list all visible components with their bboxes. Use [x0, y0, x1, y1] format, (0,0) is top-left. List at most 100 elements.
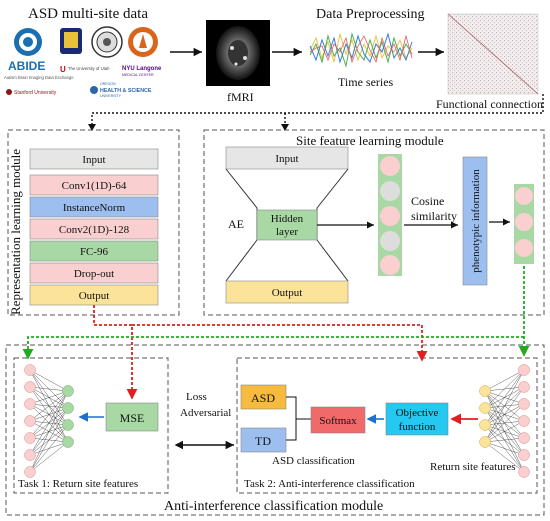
- site-feature-node: [380, 206, 400, 226]
- output-node: [62, 436, 74, 448]
- ae-label: AE: [228, 217, 244, 231]
- input-node: [24, 381, 36, 393]
- task2-input-node: [479, 402, 491, 414]
- layer-fc-label: FC-96: [80, 246, 109, 258]
- layer-fc-box: [29, 240, 159, 262]
- objective-label-line1: Objective: [396, 407, 439, 419]
- softmax-label: Softmax: [319, 415, 357, 427]
- site-features-to-task1-green-connector: [22, 336, 524, 360]
- ae-output-box: [225, 280, 349, 304]
- task2-output-node: [518, 398, 530, 410]
- returned-feature-column: [514, 184, 534, 264]
- utah-logo: U The University of Utah: [60, 65, 110, 74]
- cosine-label-line1: Cosine: [411, 194, 444, 208]
- multisite-title: ASD multi-site data: [28, 6, 148, 22]
- fc-to-modules-connector: [91, 94, 544, 126]
- abide-logo: ABIDE Autism Brain Imaging Data Exchange: [4, 28, 74, 80]
- task2-output-node: [518, 364, 530, 376]
- ae-output-label: Output: [272, 287, 303, 299]
- layer-conv1-label: Conv1(1D)-64: [62, 180, 127, 192]
- task2-output-node: [518, 415, 530, 427]
- site-feature-column: [378, 154, 402, 276]
- nyu-logo-text: NYU Langone: [122, 66, 162, 72]
- fmri-label: fMRI: [227, 90, 254, 104]
- return-site-features-label: Return site features: [430, 461, 516, 473]
- stanford-logo: Stanford University: [6, 89, 57, 96]
- loss-label: Loss: [186, 391, 207, 403]
- returned-feature-node: [515, 213, 533, 231]
- softmax-box: [310, 406, 366, 434]
- institute-seal-logo: [128, 27, 158, 57]
- timeseries-label: Time series: [338, 75, 394, 89]
- site-feature-module-frame: [203, 129, 545, 316]
- fmri-image: [206, 20, 270, 86]
- functional-connection-matrix: [447, 13, 539, 95]
- ohsu-logo-top: OREGON: [100, 82, 116, 86]
- functional-connection-label: Functional connection: [436, 97, 543, 111]
- input-node: [24, 398, 36, 410]
- ohsu-logo-main: HEALTH & SCIENCE: [100, 88, 152, 94]
- task2-output-node: [518, 466, 530, 478]
- layer-instancenorm-label: InstanceNorm: [63, 202, 126, 214]
- university-crest-logo: [60, 28, 82, 54]
- ae-hidden-label-line1: Hidden: [271, 213, 304, 225]
- layer-output-label: Output: [79, 290, 110, 302]
- site-feature-module-title: Site feature learning module: [296, 133, 444, 148]
- adversarial-label: Adversarial: [180, 407, 231, 419]
- stanford-logo-text: Stanford University: [14, 90, 57, 96]
- ae-input-label: Input: [275, 153, 298, 165]
- preprocessing-title: Data Preprocessing: [316, 7, 424, 22]
- abide-logo-subtext: Autism Brain Imaging Data Exchange: [4, 75, 74, 80]
- layer-conv1-box: [29, 174, 159, 196]
- layer-dropout-box: [29, 262, 159, 284]
- representation-to-objective-red-connector: [132, 324, 428, 362]
- task2-frame: [236, 357, 538, 494]
- task2-label: Task 2: Anti-interference classification: [244, 478, 415, 490]
- input-node: [24, 432, 36, 444]
- output-node: [62, 385, 74, 397]
- mse-label: MSE: [120, 411, 145, 425]
- returned-feature-node: [515, 239, 533, 257]
- anti-interference-module-frame: [5, 344, 545, 516]
- objective-label-line2: function: [399, 421, 436, 433]
- site-feature-node: [380, 156, 400, 176]
- site-feature-node: [380, 181, 400, 201]
- utah-logo-text: The University of Utah: [68, 66, 110, 71]
- returned-feature-node: [515, 187, 533, 205]
- ohsu-logo: OREGON HEALTH & SCIENCE UNIVERSITY: [90, 82, 152, 98]
- cosine-label-line2: similarity: [411, 209, 457, 223]
- site-feature-node: [380, 255, 400, 275]
- layer-input-box: [29, 148, 159, 170]
- asd-classification-label: ASD classification: [272, 455, 355, 467]
- anti-interference-module-title: Anti-interference classification module: [164, 499, 383, 514]
- mse-box: [105, 402, 159, 432]
- layer-input-label: Input: [82, 154, 105, 166]
- layer-instancenorm-box: [29, 196, 159, 218]
- ae-hidden-label-line2: layer: [276, 226, 298, 238]
- task2-input-node: [479, 436, 491, 448]
- input-node: [24, 466, 36, 478]
- objective-function-box: [385, 402, 449, 436]
- ae-input-box: [225, 146, 349, 170]
- abide-logo-text: ABIDE: [8, 59, 45, 73]
- output-node: [62, 402, 74, 414]
- asd-td-to-softmax-connector: [286, 396, 297, 441]
- input-node: [24, 449, 36, 461]
- asd-label: ASD: [251, 391, 275, 405]
- task1-label: Task 1: Return site features: [18, 478, 138, 490]
- autoencoder: Input Hidden layer Output AE: [225, 146, 349, 304]
- layer-dropout-label: Drop-out: [74, 268, 114, 280]
- output-node: [62, 419, 74, 431]
- phenotypic-information-label: phenotypic information: [470, 169, 482, 273]
- svg-text:U: U: [60, 65, 66, 74]
- site-feature-node: [380, 231, 400, 251]
- representation-module-title: Representation learning module: [8, 149, 23, 315]
- timeseries-plot: [309, 32, 413, 68]
- task2-neural-network: [479, 364, 530, 478]
- layer-conv2-label: Conv2(1D)-128: [59, 224, 130, 236]
- representation-layers: Input Conv1(1D)-64 InstanceNorm Conv2(1D…: [29, 148, 159, 306]
- nyu-logo: NYU Langone MEDICAL CENTER: [122, 66, 162, 77]
- td-box: [240, 427, 287, 453]
- university-seal-logo: [91, 26, 123, 58]
